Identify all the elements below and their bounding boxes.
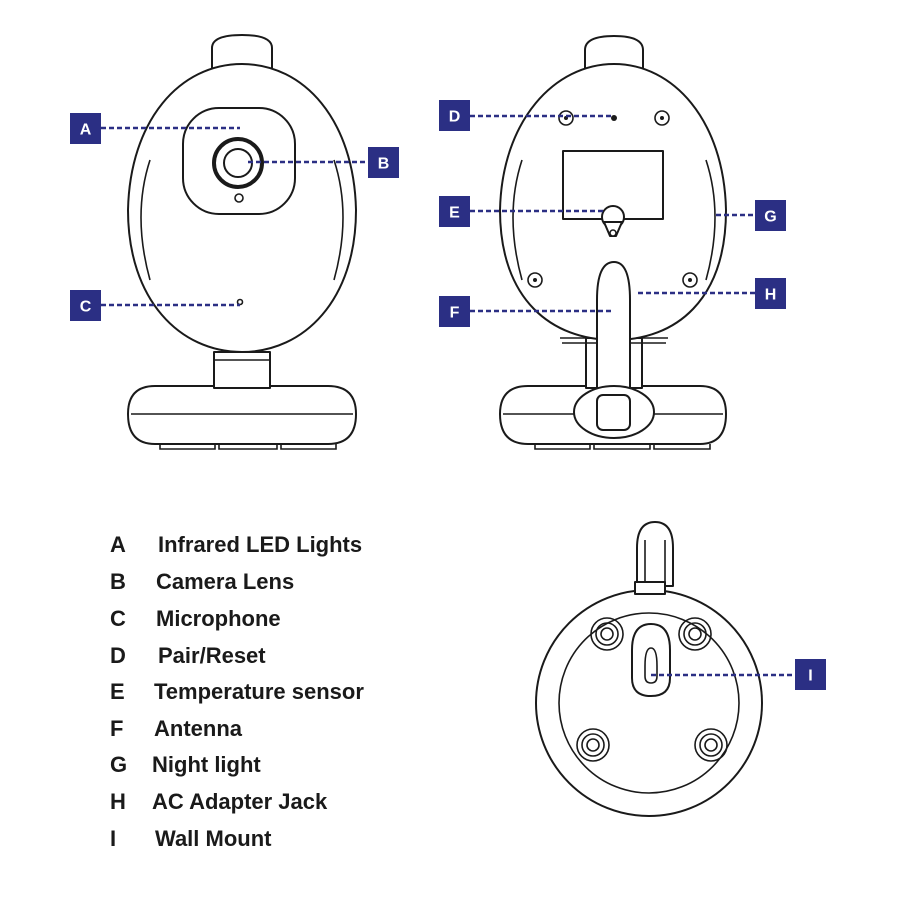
callout-i: I [795,659,826,690]
callout-b-letter: B [378,156,390,173]
foot-icon [694,728,728,762]
callout-e-letter: E [449,205,460,222]
legend-item: G Night light [110,752,261,777]
legend-item: E Temperature sensor [110,679,364,704]
legend-item: D Pair/Reset [110,643,266,668]
callout-f: F [439,296,470,327]
legend-label: Antenna [154,716,243,741]
callout-a: A [70,113,101,144]
legend-item: B Camera Lens [110,569,294,594]
legend-item: A Infrared LED Lights [110,532,362,557]
foot-icon [576,728,610,762]
legend-key: C [110,606,126,631]
legend-item: H AC Adapter Jack [110,789,328,814]
callout-d-letter: D [449,109,461,126]
legend-label: Infrared LED Lights [158,532,362,557]
legend-label: Temperature sensor [154,679,364,704]
callout-b: B [368,147,399,178]
back-view [499,35,727,450]
callout-f-letter: F [450,305,460,322]
legend-key: B [110,569,126,594]
legend-key: F [110,716,123,741]
bottom-view [535,521,763,817]
legend-key: D [110,643,126,668]
callout-h: H [755,278,786,309]
callout-g: G [755,200,786,231]
legend-label: Microphone [156,606,281,631]
legend-item: C Microphone [110,606,281,631]
callout-h-letter: H [765,287,777,304]
screw-icon [527,272,543,288]
legend-label: AC Adapter Jack [152,789,328,814]
legend-item: F Antenna [110,716,243,741]
legend-key: G [110,752,127,777]
legend-item: I Wall Mount [110,826,272,851]
legend-label: Pair/Reset [158,643,266,668]
callout-g-letter: G [764,209,776,226]
legend-label: Wall Mount [155,826,272,851]
legend-key: E [110,679,125,704]
legend-key: A [110,532,126,557]
legend-key: H [110,789,126,814]
callout-c: C [70,290,101,321]
callout-d: D [439,100,470,131]
callout-i-letter: I [808,668,812,685]
legend-key: I [110,826,116,851]
foot-icon [590,617,624,651]
screw-icon [654,110,670,126]
screw-icon [682,272,698,288]
foot-icon [678,617,712,651]
front-view [127,34,357,450]
legend-label: Night light [152,752,261,777]
legend-label: Camera Lens [156,569,294,594]
legend: A Infrared LED Lights B Camera Lens C Mi… [110,532,364,851]
callout-e: E [439,196,470,227]
callout-a-letter: A [80,122,92,139]
callout-c-letter: C [80,299,92,316]
